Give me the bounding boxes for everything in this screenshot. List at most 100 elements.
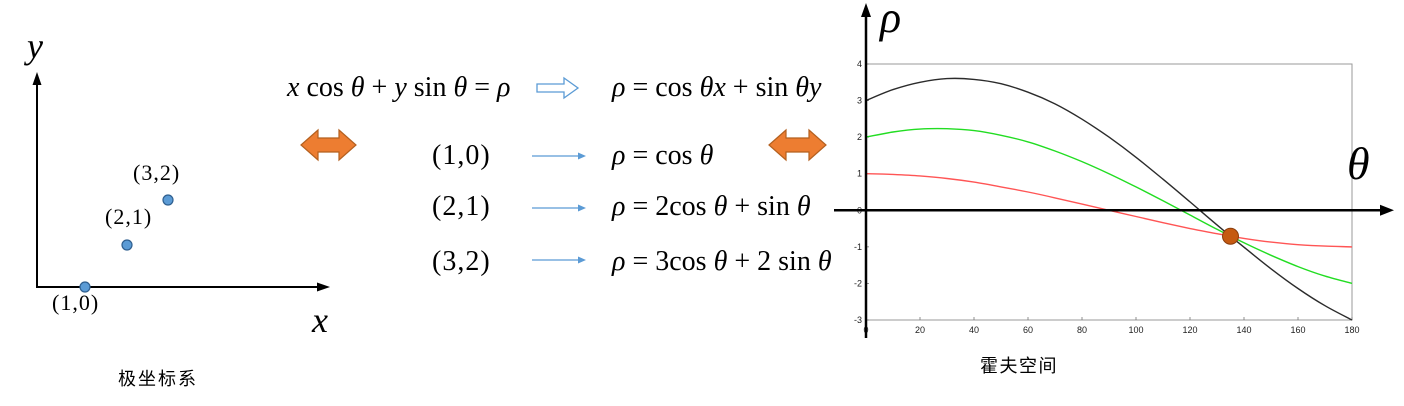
row-point-label: (2,1) — [432, 191, 491, 222]
math-token: ρ — [612, 246, 626, 277]
double-headed-arrow-icon — [300, 128, 357, 162]
math-token: + 2 — [727, 246, 779, 277]
math-token: cos — [655, 72, 693, 103]
math-token: cos — [669, 246, 707, 277]
marker-layer — [1222, 227, 1239, 245]
math-token — [811, 246, 818, 277]
rho-axis-label: ρ — [880, 0, 902, 42]
x-tick-label: 100 — [1128, 325, 1143, 335]
x-axis-arrowhead — [317, 282, 330, 292]
rewritten-equation: ρ = cos θx + sin θy — [612, 74, 821, 102]
axis-layer — [834, 3, 1394, 338]
point-label: (1,0) — [52, 290, 100, 315]
math-token — [693, 140, 700, 171]
row-point-label: (3,2) — [432, 246, 491, 277]
double-arrow-shape — [768, 128, 827, 162]
x-tick-label: 180 — [1344, 325, 1359, 335]
mapping-row: (3,2) ρ = 3cos θ + 2 sin θ — [0, 248, 840, 280]
math-token — [693, 72, 700, 103]
y-tick-label: -2 — [854, 278, 862, 288]
math-token: θ — [796, 191, 811, 222]
math-token — [707, 246, 714, 277]
cartesian-plot — [32, 72, 330, 293]
double-headed-arrow-icon — [768, 128, 827, 162]
math-token: sin — [778, 246, 811, 277]
curve-line — [865, 127, 1353, 285]
math-token: y — [809, 72, 822, 103]
y-tick-label: 3 — [857, 96, 862, 106]
right-arrow-icon — [532, 256, 586, 264]
arrow-head — [578, 152, 586, 160]
mapping-row: (1,0) ρ = cos θ — [0, 142, 840, 174]
y-axis-label: y — [27, 26, 43, 66]
math-token: + — [725, 72, 756, 103]
right-arrow-icon — [532, 152, 586, 160]
math-token: θ — [817, 246, 832, 277]
y-axis-arrowhead — [32, 72, 42, 85]
math-token: = 2 — [625, 191, 670, 222]
point-marker — [162, 194, 174, 206]
x-tick-label: 60 — [1023, 325, 1033, 335]
math-token: + — [364, 72, 395, 103]
math-token — [790, 191, 797, 222]
math-token: + — [727, 191, 758, 222]
x-tick-label: 160 — [1290, 325, 1305, 335]
math-token: ρ — [612, 191, 626, 222]
y-tick-label: -3 — [854, 315, 862, 325]
math-token: θ — [453, 72, 468, 103]
math-token: = 3 — [625, 246, 670, 277]
double-arrow-shape — [300, 128, 357, 162]
math-token: x — [287, 72, 300, 103]
x-tick-label: 120 — [1182, 325, 1197, 335]
math-token: cos — [655, 140, 693, 171]
general-equation: x cos θ + y sin θ = ρ — [287, 74, 510, 102]
arrow-head — [578, 204, 586, 212]
math-token: θ — [699, 140, 714, 171]
y-tick-label: -1 — [854, 242, 862, 252]
math-token: sin — [755, 72, 789, 103]
math-token: θ — [699, 72, 714, 103]
y-tick-label: 4 — [857, 59, 862, 69]
row-curve-equation: ρ = 2cos θ + sin θ — [612, 193, 811, 221]
math-token: θ — [795, 72, 810, 103]
math-token — [344, 72, 351, 103]
row-curve-equation: ρ = 3cos θ + 2 sin θ — [612, 248, 832, 276]
math-token: ρ — [497, 72, 511, 103]
math-token: ρ — [612, 140, 626, 171]
x-tick-label: 20 — [915, 325, 925, 335]
intersection-point — [1222, 227, 1239, 245]
math-token — [707, 191, 714, 222]
math-token: cos — [669, 191, 707, 222]
math-token: x — [713, 72, 726, 103]
point-label: (3,2) — [133, 160, 181, 185]
math-token: = — [467, 72, 498, 103]
math-token — [407, 72, 414, 103]
arrow-head — [578, 256, 586, 264]
math-token: ρ — [612, 72, 626, 103]
math-token: θ — [713, 191, 728, 222]
point-label: (2,1) — [105, 204, 153, 229]
x-tick-label: 40 — [969, 325, 979, 335]
curve-layer — [865, 77, 1353, 321]
hough-caption: 霍夫空间 — [980, 356, 1058, 377]
theta-axis-arrowhead — [1380, 204, 1394, 216]
row-point-label: (1,0) — [432, 140, 491, 171]
math-token: = — [625, 140, 656, 171]
x-axis-label: x — [312, 300, 328, 340]
math-token: sin — [413, 72, 447, 103]
y-tick-label: 1 — [857, 169, 862, 179]
plot-frame — [865, 63, 1353, 321]
hollow-right-arrow-icon — [536, 76, 580, 100]
math-token: sin — [757, 191, 790, 222]
curve-line — [865, 77, 1353, 321]
x-tick-label: 80 — [1077, 325, 1087, 335]
math-token: y — [394, 72, 407, 103]
right-arrow-icon — [532, 204, 586, 212]
math-token: θ — [713, 246, 728, 277]
row-curve-equation: ρ = cos θ — [612, 142, 713, 170]
hough-plot: 02040608010012014016018043210-1-2-3 — [834, 3, 1394, 338]
x-tick-label: 140 — [1236, 325, 1251, 335]
theta-axis-label: θ — [1347, 138, 1370, 189]
point-marker — [79, 281, 91, 293]
